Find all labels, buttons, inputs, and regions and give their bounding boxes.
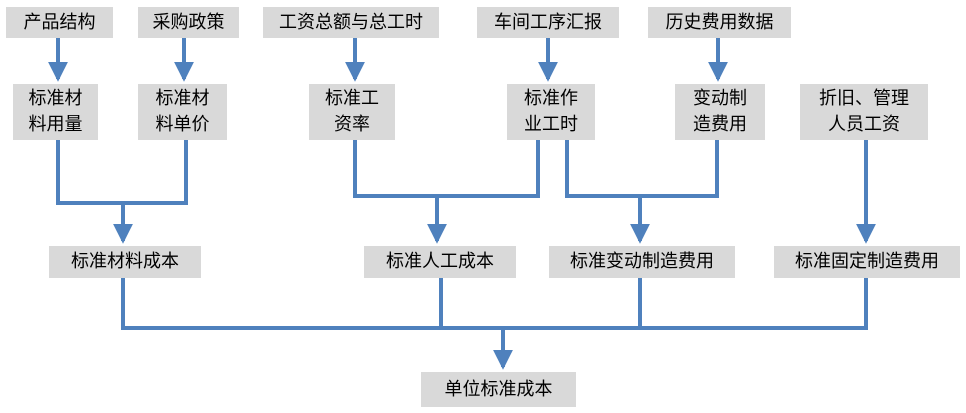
unit-standard-cost-label: 单位标准成本 (444, 378, 553, 400)
standard-material-price-box: 标准材 料单价 (138, 84, 227, 140)
procurement-policy-box: 采购政策 (138, 7, 239, 38)
wage-and-hours-box: 工资总额与总工时 (263, 7, 439, 38)
historical-cost-data-label: 历史费用数据 (665, 11, 774, 33)
variable-overhead-rate-line1: 变动制 (693, 88, 747, 109)
shop-process-report-box: 车间工序汇报 (477, 7, 619, 38)
arrow-group (48, 38, 876, 367)
standard-labor-cost-label: 标准人工成本 (386, 251, 494, 272)
historical-cost-data-box: 历史费用数据 (648, 7, 791, 38)
standard-material-price-line1: 标准材 (155, 88, 210, 109)
depreciation-staff-wages-line2: 人员工资 (828, 114, 900, 135)
standard-fixed-overhead-cost-label: 标准固定制造费用 (795, 251, 939, 272)
depreciation-staff-wages-box: 折旧、管理 人员工资 (800, 84, 928, 140)
shop-process-report-label: 车间工序汇报 (494, 11, 602, 33)
standard-work-hours-line1: 标准作 (524, 88, 578, 109)
standard-material-usage-box: 标准材 料用量 (13, 84, 98, 140)
variable-overhead-rate-line2: 造费用 (693, 114, 747, 135)
connector-cost-components-to-unit-cost (121, 278, 868, 367)
standard-wage-rate-line1: 标准工 (325, 88, 379, 109)
connector-variable-inputs-to-variable-overhead-cost (565, 140, 719, 241)
depreciation-staff-wages-line1: 折旧、管理 (819, 88, 909, 109)
standard-wage-rate-line2: 资率 (334, 114, 370, 135)
standard-material-usage-line2: 料用量 (28, 114, 83, 135)
product-structure-box: 产品结构 (6, 7, 113, 38)
standard-material-cost-box: 标准材料成本 (49, 246, 201, 278)
variable-overhead-rate-box: 变动制 造费用 (675, 84, 765, 140)
procurement-policy-label: 采购政策 (152, 11, 225, 33)
standard-fixed-overhead-cost-box: 标准固定制造费用 (774, 246, 960, 278)
standard-labor-cost-box: 标准人工成本 (364, 246, 516, 278)
wage-and-hours-label: 工资总额与总工时 (279, 11, 423, 33)
standard-material-cost-label: 标准材料成本 (71, 251, 179, 272)
standard-variable-overhead-cost-box: 标准变动制造费用 (549, 246, 735, 278)
unit-standard-cost-box: 单位标准成本 (421, 372, 576, 407)
standard-wage-rate-box: 标准工 资率 (309, 84, 395, 140)
standard-material-price-line2: 料单价 (155, 114, 210, 135)
connector-material-inputs-to-material-cost (56, 140, 188, 241)
standard-material-usage-line1: 标准材 (28, 88, 83, 109)
product-structure-label: 产品结构 (23, 11, 96, 33)
connector-labor-inputs-to-labor-cost (353, 140, 540, 241)
standard-work-hours-line2: 业工时 (524, 114, 578, 135)
standard-work-hours-box: 标准作 业工时 (507, 84, 595, 140)
standard-variable-overhead-cost-label: 标准变动制造费用 (570, 251, 714, 272)
